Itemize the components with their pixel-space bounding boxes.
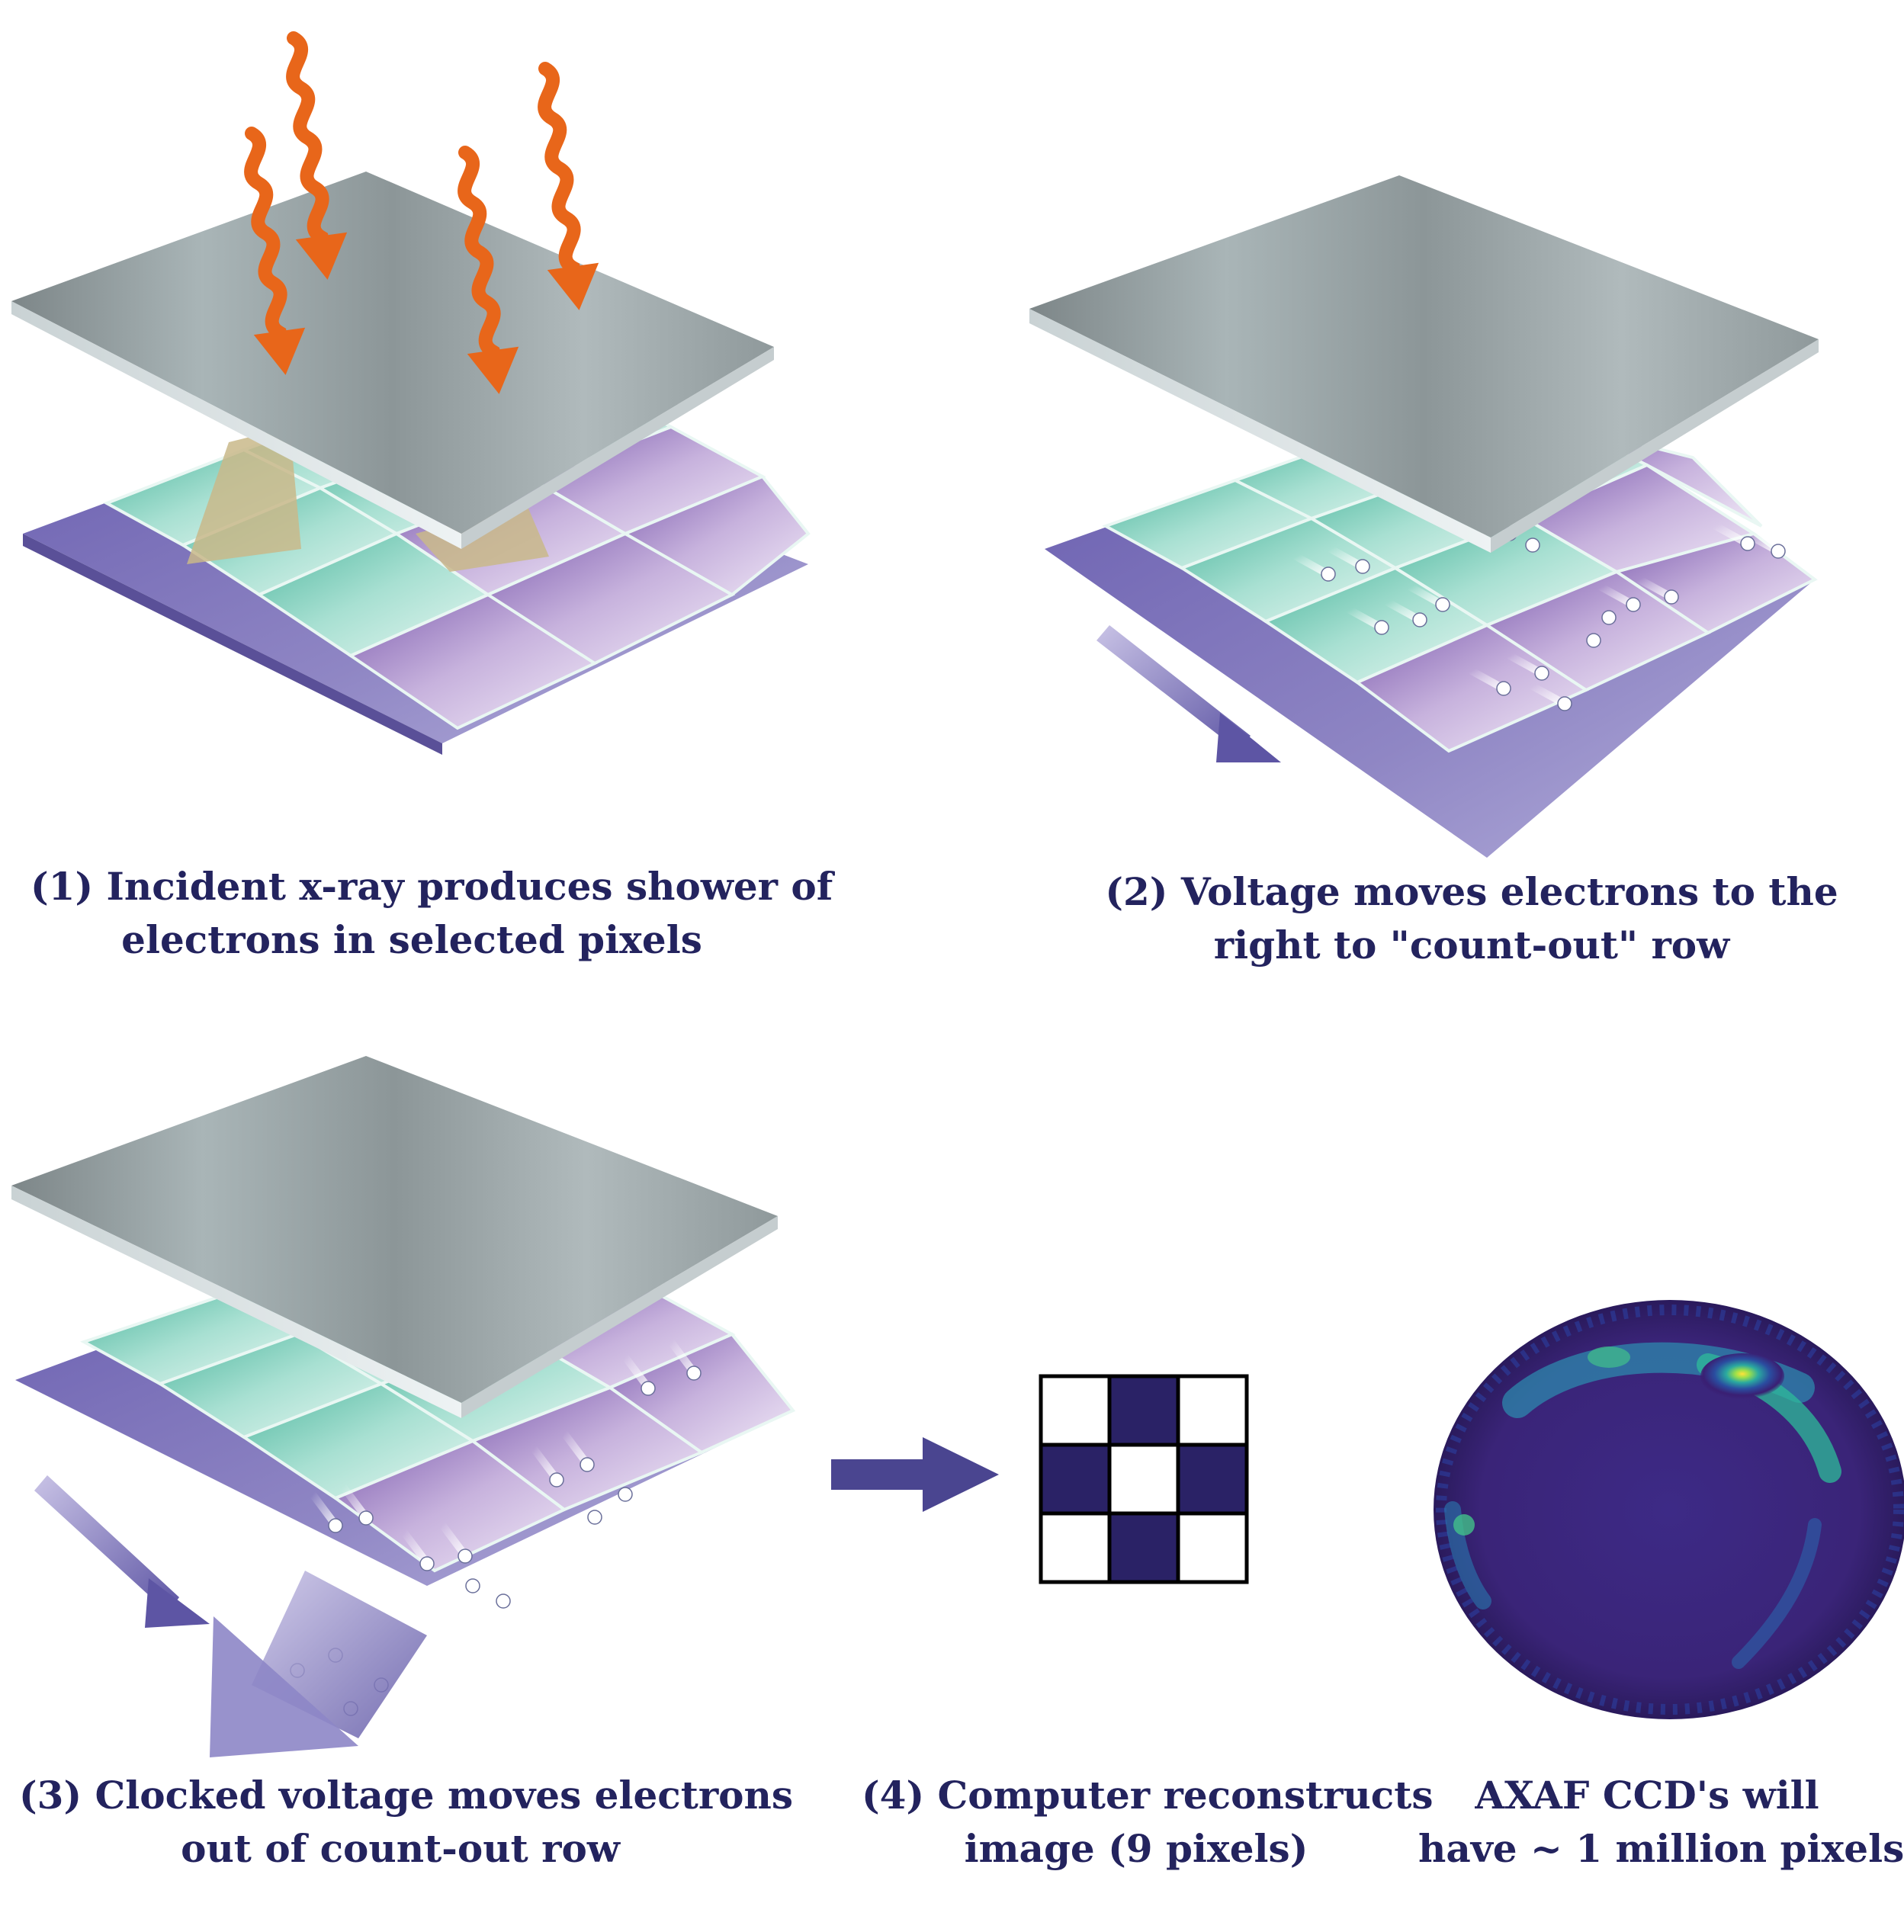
- cover-plate-side: [1491, 339, 1819, 553]
- caption-step-4: (4) Computer reconstructs image (9 pixel…: [862, 1769, 1434, 1876]
- pixel-empty: [1176, 1374, 1249, 1447]
- pixel-filled: [1176, 1443, 1249, 1516]
- caption-step-3: (3) Clocked voltage moves electrons out …: [19, 1769, 794, 1876]
- electron-streaks: [1292, 522, 1780, 707]
- caption-line: (4) Computer reconstructs: [862, 1773, 1434, 1818]
- axaf-ccd-image: [1434, 1300, 1904, 1719]
- cover-plate-edge: [11, 301, 461, 549]
- pixel-filled: [1107, 1374, 1180, 1447]
- caption-axaf: AXAF CCD's will have ~ 1 million pixels: [1418, 1769, 1904, 1876]
- caption-line: right to "count-out" row: [1213, 923, 1730, 968]
- base-plate-edge: [23, 534, 442, 755]
- cover-plate-edge: [1029, 309, 1491, 553]
- cover-plate-side: [461, 1216, 778, 1418]
- cover-plate: [1029, 175, 1819, 538]
- caption-line: (2) Voltage moves electrons to the: [1105, 869, 1838, 914]
- panel-4-reconstruction: [831, 1374, 1249, 1584]
- pixel-empty: [1039, 1374, 1112, 1447]
- caption-line: have ~ 1 million pixels: [1418, 1826, 1904, 1871]
- caption-step-1: (1) Incident x-ray produces shower of el…: [31, 860, 833, 967]
- caption-line: image (9 pixels): [964, 1826, 1308, 1871]
- caption-line: (3) Clocked voltage moves electrons: [19, 1773, 794, 1818]
- flow-arrow: [1096, 625, 1281, 762]
- cover-plate: [11, 1056, 778, 1403]
- pixel-empty: [1176, 1511, 1249, 1584]
- panel-3-clocked-readout: [11, 1056, 796, 1757]
- cover-plate-edge: [11, 1186, 461, 1418]
- pixel-empty: [1107, 1443, 1180, 1516]
- caption-line: (1) Incident x-ray produces shower of: [31, 864, 833, 909]
- panel-2-voltage-shift: [1029, 175, 1819, 858]
- pixel-filled: [1039, 1443, 1112, 1516]
- flow-arrow: [34, 1475, 210, 1628]
- readout-arrow: [210, 1571, 427, 1757]
- cover-plate: [11, 172, 774, 534]
- caption-line: electrons in selected pixels: [121, 917, 702, 962]
- panel-1-xray-shower: [11, 34, 811, 755]
- caption-line: AXAF CCD's will: [1475, 1773, 1819, 1818]
- transition-arrow: [831, 1437, 999, 1512]
- caption-step-2: (2) Voltage moves electrons to the right…: [1090, 865, 1853, 972]
- electron-shower: [187, 427, 301, 564]
- pixel-empty: [1039, 1511, 1112, 1584]
- cover-plate-side: [461, 347, 774, 549]
- electron-shower: [416, 503, 549, 572]
- reconstructed-pixel-grid: [1039, 1374, 1249, 1584]
- caption-line: out of count-out row: [181, 1826, 620, 1871]
- pixel-filled: [1107, 1511, 1180, 1584]
